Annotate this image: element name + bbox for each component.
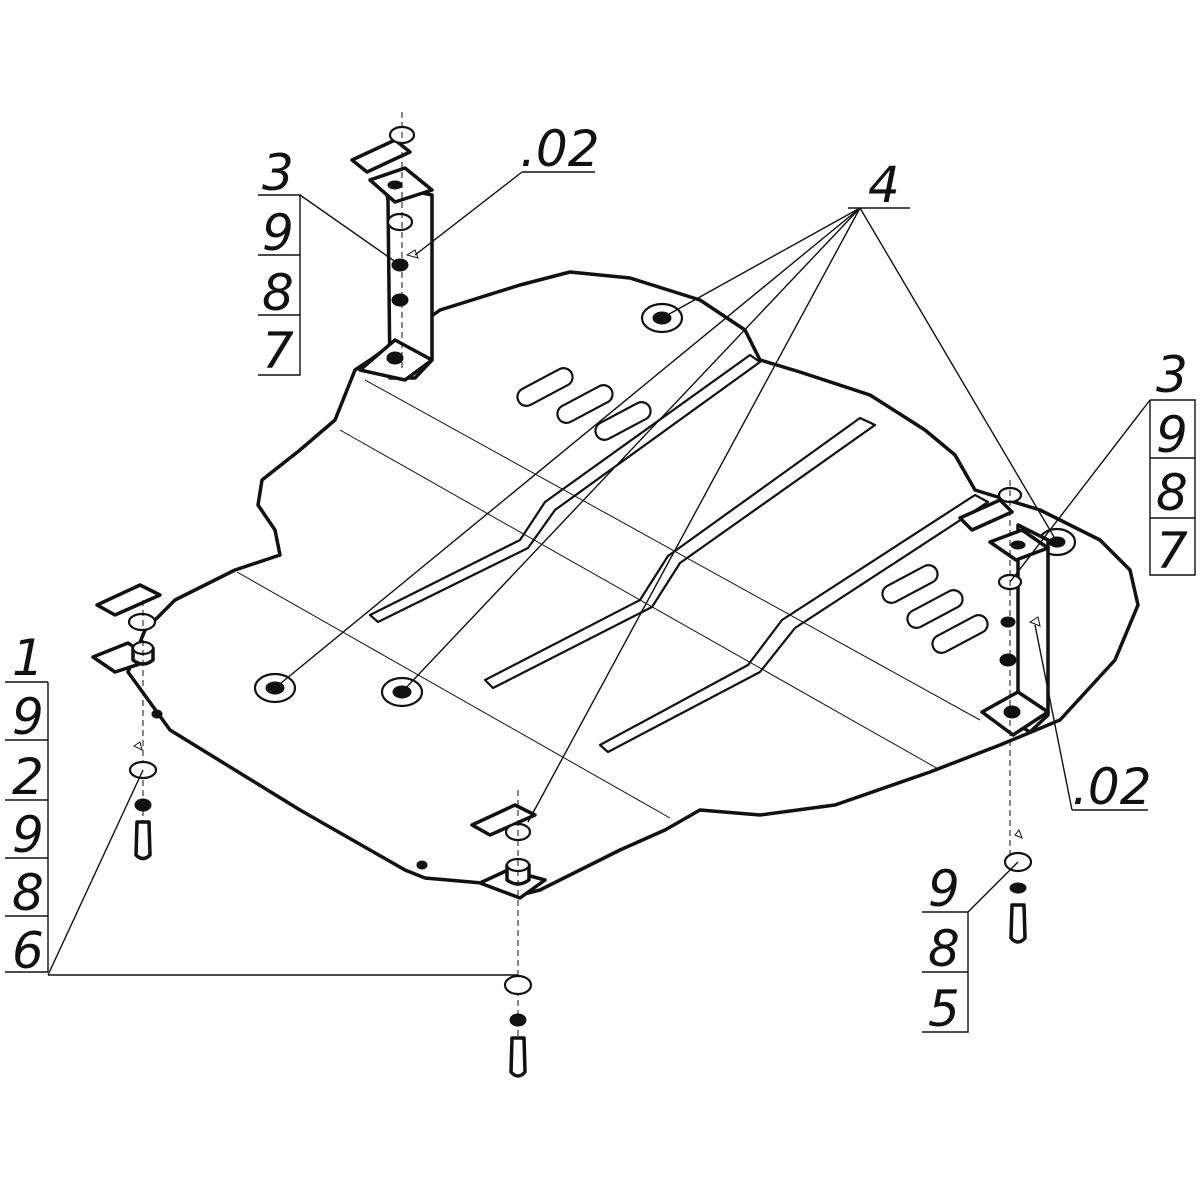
callout-label: 7 [1156, 522, 1188, 580]
callout-label: 8 [928, 920, 960, 978]
callout-label: 9 [262, 204, 294, 262]
bottom-center-mount [470, 790, 547, 1080]
vent-slot [931, 614, 989, 654]
vent-slot [594, 401, 652, 441]
callout-label: 8 [262, 264, 294, 322]
callout-label: 9 [928, 860, 960, 918]
rib-1 [368, 353, 762, 624]
callout-label: 9 [12, 688, 44, 746]
callout-stack-bottom-right: 9 8 5 [928, 860, 960, 1038]
rib-2 [483, 416, 877, 690]
rib-3 [598, 493, 990, 754]
callout-label: 5 [928, 980, 960, 1038]
callout-right-bracket-part: .02 [1072, 758, 1152, 816]
vent-slot [556, 384, 614, 424]
callout-label: 7 [262, 322, 294, 380]
callout-label: 3 [1156, 346, 1188, 404]
callout-stack-right: 3 9 8 7 [1156, 346, 1188, 580]
leader-lines [5, 171, 1196, 1033]
callout-top-center: 4 [868, 156, 900, 214]
callout-label: 9 [12, 806, 44, 864]
callout-label: 9 [1156, 406, 1188, 464]
vent-slot [881, 564, 939, 604]
callout-label: 8 [12, 864, 44, 922]
callout-stack-left: 1 9 2 9 8 6 [12, 629, 44, 980]
callout-top-bracket-part: .02 [520, 120, 600, 178]
top-bracket [350, 112, 434, 382]
small-hole [151, 709, 163, 719]
small-hole [416, 860, 428, 870]
vent-slot [906, 589, 964, 629]
right-bracket [958, 480, 1050, 860]
callout-stack-top-left: 3 9 8 7 [262, 144, 294, 380]
bend-line-left [236, 571, 671, 819]
callout-label: 1 [12, 629, 44, 687]
callout-label: 2 [12, 748, 44, 806]
bend-line-front [364, 379, 981, 721]
vent-slot [516, 367, 574, 407]
callout-label: 6 [12, 922, 44, 980]
callout-label: 8 [1156, 464, 1188, 522]
bottom-right-fasteners [1003, 829, 1033, 944]
callout-label: 3 [262, 144, 294, 202]
left-front-mount [91, 583, 162, 861]
